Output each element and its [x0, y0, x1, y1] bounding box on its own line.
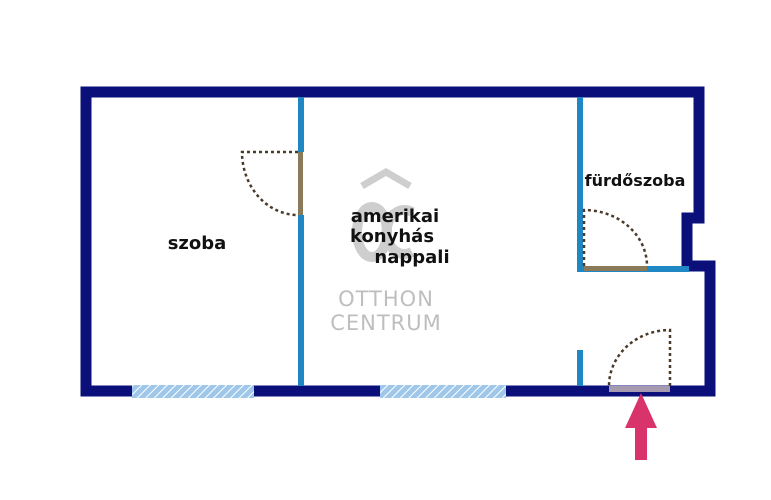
room-label-bathroom: fürdőszoba — [585, 171, 686, 190]
entrance-arrow-icon — [625, 393, 657, 460]
window-szoba — [132, 385, 254, 398]
door-szoba — [240, 150, 303, 217]
room-labels: szoba amerikai konyhás nappali fürdőszob… — [168, 171, 686, 268]
windows — [132, 385, 506, 398]
watermark-logo: OTTHON CENTRUM — [330, 167, 442, 335]
otthon-centrum-logo-icon — [352, 167, 415, 262]
room-label-szoba: szoba — [168, 233, 227, 254]
watermark-line2: CENTRUM — [330, 311, 442, 335]
watermark-line1: OTTHON — [338, 287, 434, 311]
doors — [240, 150, 672, 392]
room-label-living-line2: konyhás — [350, 226, 434, 247]
door-bathroom — [582, 208, 649, 271]
door-entrance — [607, 328, 672, 392]
window-nappali — [380, 385, 506, 398]
room-label-living-line1: amerikai — [351, 206, 439, 227]
room-label-living-line3: nappali — [374, 247, 449, 268]
